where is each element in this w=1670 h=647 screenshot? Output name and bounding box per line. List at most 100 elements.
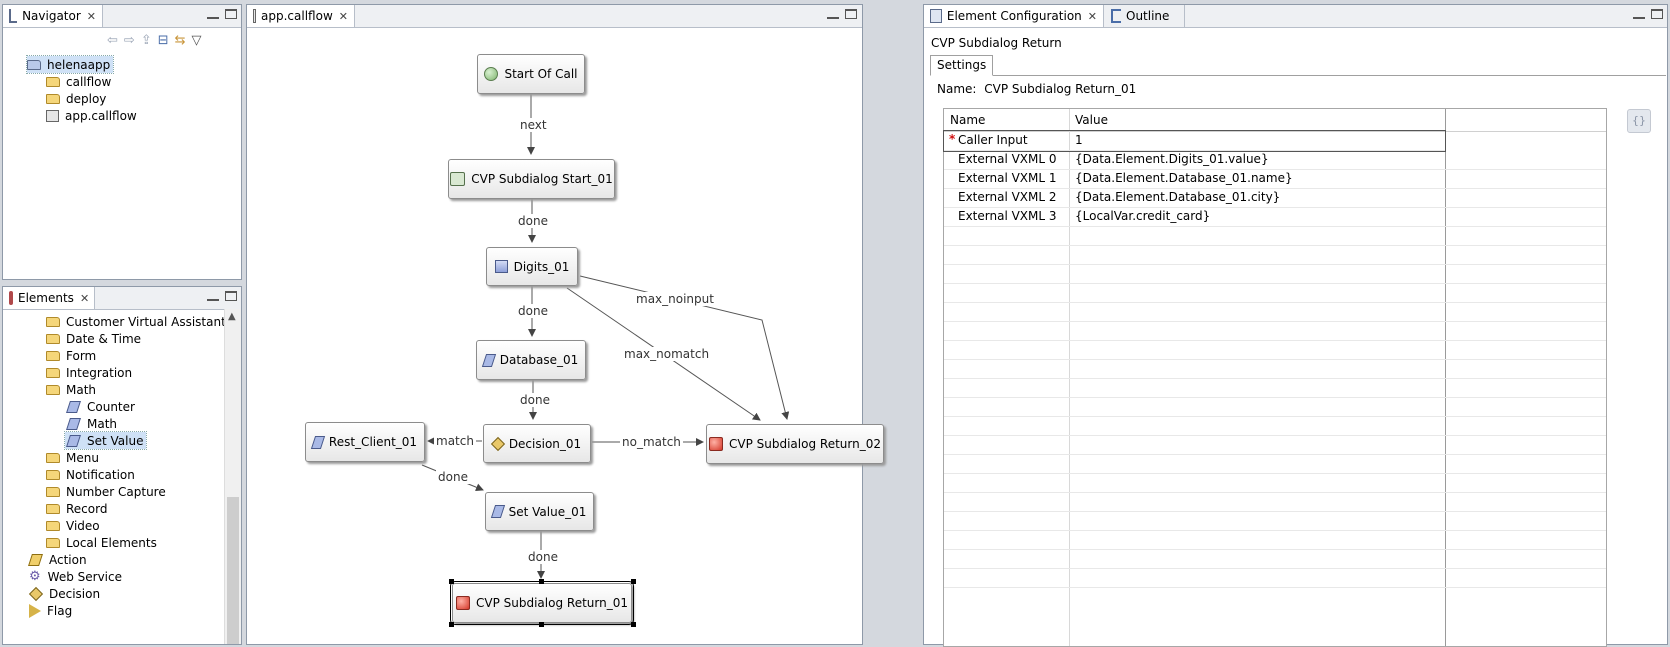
element-item[interactable]: ⚙Web Service bbox=[27, 568, 122, 585]
table-row[interactable] bbox=[944, 511, 1606, 531]
element-item[interactable]: Math bbox=[65, 415, 117, 432]
minimize-icon[interactable] bbox=[827, 12, 839, 19]
node-decision[interactable]: Decision_01 bbox=[483, 424, 591, 463]
element-item[interactable]: Date & Time bbox=[46, 330, 141, 347]
cell-value[interactable]: {Data.Element.Digits_01.value} bbox=[1075, 152, 1269, 166]
close-icon[interactable]: ✕ bbox=[1087, 9, 1097, 23]
tab-outline[interactable]: Outline bbox=[1105, 5, 1185, 27]
element-item[interactable]: Action bbox=[27, 551, 87, 568]
element-item[interactable]: Number Capture bbox=[46, 483, 166, 500]
node-start-of-call[interactable]: Start Of Call bbox=[477, 54, 585, 94]
cell-value[interactable]: {LocalVar.credit_card} bbox=[1075, 209, 1211, 223]
folder-icon bbox=[46, 537, 60, 548]
resize-handle[interactable] bbox=[539, 579, 544, 584]
element-item[interactable]: Video bbox=[46, 517, 100, 534]
minimize-icon[interactable] bbox=[207, 12, 219, 19]
table-row[interactable] bbox=[944, 226, 1606, 246]
resize-handle[interactable] bbox=[539, 622, 544, 627]
table-row[interactable] bbox=[944, 549, 1606, 569]
close-icon[interactable]: ✕ bbox=[338, 9, 348, 23]
element-item[interactable]: Math bbox=[46, 381, 96, 398]
element-item[interactable]: Counter bbox=[65, 398, 135, 415]
folder-icon bbox=[46, 520, 60, 531]
element-item[interactable]: Set Value bbox=[63, 431, 148, 450]
table-row[interactable]: External VXML 1{Data.Element.Database_01… bbox=[944, 169, 1606, 189]
tree-item-project[interactable]: helenaapp bbox=[25, 55, 115, 74]
element-item[interactable]: Record bbox=[46, 500, 107, 517]
element-item[interactable]: Notification bbox=[46, 466, 135, 483]
tab-element-configuration[interactable]: Element Configuration ✕ bbox=[924, 5, 1104, 27]
table-row[interactable] bbox=[944, 397, 1606, 417]
element-item[interactable]: Flag bbox=[27, 602, 72, 619]
node-set-value[interactable]: Set Value_01 bbox=[485, 492, 594, 531]
resize-handle[interactable] bbox=[449, 622, 454, 627]
tab-app-callflow[interactable]: app.callflow ✕ bbox=[247, 5, 355, 27]
close-icon[interactable]: ✕ bbox=[79, 291, 90, 305]
table-row[interactable] bbox=[944, 264, 1606, 284]
node-label: Start Of Call bbox=[504, 67, 578, 81]
tab-elements[interactable]: Elements ✕ bbox=[3, 287, 95, 309]
table-row[interactable] bbox=[944, 321, 1606, 341]
edge-label-done: done bbox=[516, 214, 550, 228]
tab-elements-label: Elements bbox=[18, 291, 74, 305]
node-rest-client[interactable]: Rest_Client_01 bbox=[305, 422, 425, 462]
cell-value[interactable]: {Data.Element.Database_01.name} bbox=[1075, 171, 1293, 185]
scrollbar-thumb[interactable] bbox=[227, 497, 239, 644]
cell-value[interactable]: {Data.Element.Database_01.city} bbox=[1075, 190, 1281, 204]
maximize-icon[interactable] bbox=[225, 9, 237, 19]
table-row[interactable] bbox=[944, 530, 1606, 550]
cell-value[interactable]: 1 bbox=[1075, 133, 1083, 147]
node-database[interactable]: Database_01 bbox=[476, 340, 586, 380]
element-item[interactable]: Local Elements bbox=[46, 534, 157, 551]
table-row[interactable] bbox=[944, 283, 1606, 303]
table-row[interactable] bbox=[944, 340, 1606, 360]
back-arrow-icon[interactable]: ⇦ bbox=[107, 33, 124, 48]
forward-arrow-icon[interactable]: ⇨ bbox=[123, 33, 141, 48]
maximize-icon[interactable] bbox=[225, 291, 237, 301]
variable-picker-button[interactable]: {} bbox=[1627, 109, 1651, 133]
table-row[interactable] bbox=[944, 473, 1606, 493]
elements-scrollbar[interactable]: ▲ bbox=[224, 309, 241, 644]
link-editor-icon[interactable]: ⇆ bbox=[174, 33, 192, 48]
table-row[interactable] bbox=[944, 454, 1606, 474]
element-item[interactable]: Decision bbox=[27, 585, 100, 602]
resize-handle[interactable] bbox=[449, 579, 454, 584]
table-row[interactable]: External VXML 2{Data.Element.Database_01… bbox=[944, 188, 1606, 208]
minimize-icon[interactable] bbox=[1633, 12, 1645, 19]
resize-handle[interactable] bbox=[631, 622, 636, 627]
node-digits[interactable]: Digits_01 bbox=[486, 247, 578, 286]
table-row[interactable] bbox=[944, 492, 1606, 512]
element-item[interactable]: Form bbox=[46, 347, 96, 364]
required-asterisk-icon: * bbox=[949, 132, 956, 146]
table-row[interactable] bbox=[944, 416, 1606, 436]
tree-item-app-callflow[interactable]: app.callflow bbox=[46, 107, 137, 124]
maximize-icon[interactable] bbox=[845, 9, 857, 19]
up-folder-icon[interactable]: ⇪ bbox=[140, 33, 158, 48]
tab-navigator[interactable]: Navigator ✕ bbox=[3, 5, 103, 27]
element-item[interactable]: Customer Virtual Assistant bbox=[46, 313, 226, 330]
minimize-icon[interactable] bbox=[207, 294, 219, 301]
table-row[interactable]: External VXML 0{Data.Element.Digits_01.v… bbox=[944, 150, 1606, 170]
element-item[interactable]: Menu bbox=[46, 449, 99, 466]
tree-item-deploy[interactable]: deploy bbox=[46, 90, 106, 107]
node-cvp-subdialog-return-02[interactable]: CVP Subdialog Return_02 bbox=[706, 424, 884, 464]
table-row[interactable] bbox=[944, 245, 1606, 265]
tree-item-callflow[interactable]: callflow bbox=[46, 73, 111, 90]
table-row[interactable] bbox=[944, 378, 1606, 398]
resize-handle[interactable] bbox=[631, 579, 636, 584]
table-row[interactable]: External VXML 3{LocalVar.credit_card} bbox=[944, 207, 1606, 227]
element-item[interactable]: Integration bbox=[46, 364, 132, 381]
node-cvp-subdialog-start[interactable]: CVP Subdialog Start_01 bbox=[448, 159, 615, 199]
collapse-all-icon[interactable]: ⊟ bbox=[157, 33, 175, 48]
table-row[interactable] bbox=[944, 359, 1606, 379]
maximize-icon[interactable] bbox=[1651, 9, 1663, 19]
tab-settings[interactable]: Settings bbox=[930, 55, 994, 76]
table-row[interactable] bbox=[944, 302, 1606, 322]
node-cvp-subdialog-return-01[interactable]: CVP Subdialog Return_01 bbox=[450, 581, 634, 625]
table-row[interactable] bbox=[944, 568, 1606, 588]
scroll-up-arrow-icon[interactable]: ▲ bbox=[228, 311, 236, 322]
view-menu-icon[interactable]: ▽ bbox=[191, 33, 208, 48]
close-icon[interactable]: ✕ bbox=[86, 9, 96, 23]
table-row[interactable] bbox=[944, 435, 1606, 455]
